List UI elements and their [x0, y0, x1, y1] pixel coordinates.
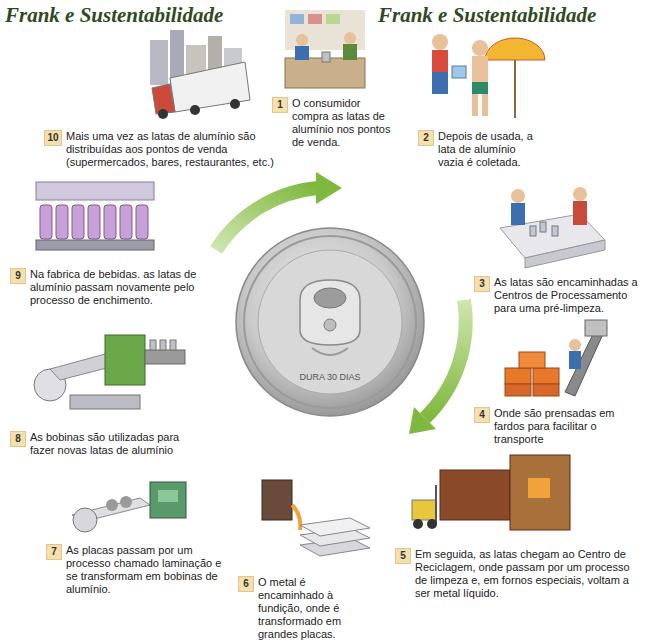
step-number: 4 [475, 408, 489, 422]
step-number-box: 4Onde são prensadas em fardos para facil… [474, 407, 490, 423]
step-number-box: 2Depois de usada, a lata de alumínio vaz… [418, 130, 434, 146]
step-description: Mais uma vez as latas de alumínio são di… [66, 130, 301, 169]
lamination-illustration [72, 482, 186, 532]
foundry-illustration [262, 480, 370, 556]
step-description: O metal é encaminhado à fundição, onde é… [258, 576, 363, 641]
step-number-box: 8As bobinas são utilizadas para fazer no… [10, 431, 26, 447]
furnace-illustration [412, 455, 570, 530]
lid-inscription: DURA 30 DIAS [299, 372, 360, 382]
step-description: As placas passam por um processo chamado… [66, 544, 226, 596]
step-description: Depois de usada, a lata de alumínio vazi… [438, 130, 538, 169]
bales-illustration [505, 320, 607, 396]
step-number-box: 9Na fabrica de bebidas. as latas de alum… [10, 268, 26, 284]
step-number-box: 3As latas são encaminhadas a Centros de … [474, 276, 490, 292]
filling-illustration [36, 182, 154, 250]
step-number-box: 7As placas passam por um processo chamad… [46, 544, 62, 560]
beach-illustration [432, 34, 545, 118]
step-number-box: 10Mais uma vez as latas de alumínio são … [44, 130, 62, 146]
truck-illustration [150, 30, 250, 119]
step-number: 2 [419, 131, 433, 145]
step-number: 5 [396, 549, 410, 563]
step-number: 1 [273, 98, 287, 112]
step-description: As latas são encaminhadas a Centros de P… [494, 276, 644, 315]
step-description: Onde são prensadas em fardos para facili… [494, 407, 644, 446]
step-description: O consumidor compra as latas de alumínio… [292, 97, 392, 149]
collection-illustration [500, 187, 605, 268]
step-number: 7 [47, 545, 61, 559]
step-number: 6 [239, 577, 253, 591]
step-number-box: 1O consumidor compra as latas de alumíni… [272, 97, 288, 113]
title-heading: Frank e Sustentabilidade [5, 3, 223, 28]
step-number: 10 [45, 131, 61, 145]
step-number: 9 [11, 269, 25, 283]
step-description: Na fabrica de bebidas. as latas de alumí… [30, 268, 202, 307]
step-number: 3 [475, 277, 489, 291]
step-number: 8 [11, 432, 25, 446]
shop-illustration [285, 10, 365, 88]
step-description: Em seguida, as latas chegam ao Centro de… [415, 548, 630, 600]
step-description: As bobinas são utilizadas para fazer nov… [30, 431, 205, 457]
can-lid [236, 228, 424, 416]
step-number-box: 6O metal é encaminhado à fundição, onde … [238, 576, 254, 592]
can-machine-illustration [34, 335, 185, 409]
title-heading: Frank e Sustentabilidade [378, 3, 596, 28]
step-number-box: 5Em seguida, as latas chegam ao Centro d… [395, 548, 411, 564]
